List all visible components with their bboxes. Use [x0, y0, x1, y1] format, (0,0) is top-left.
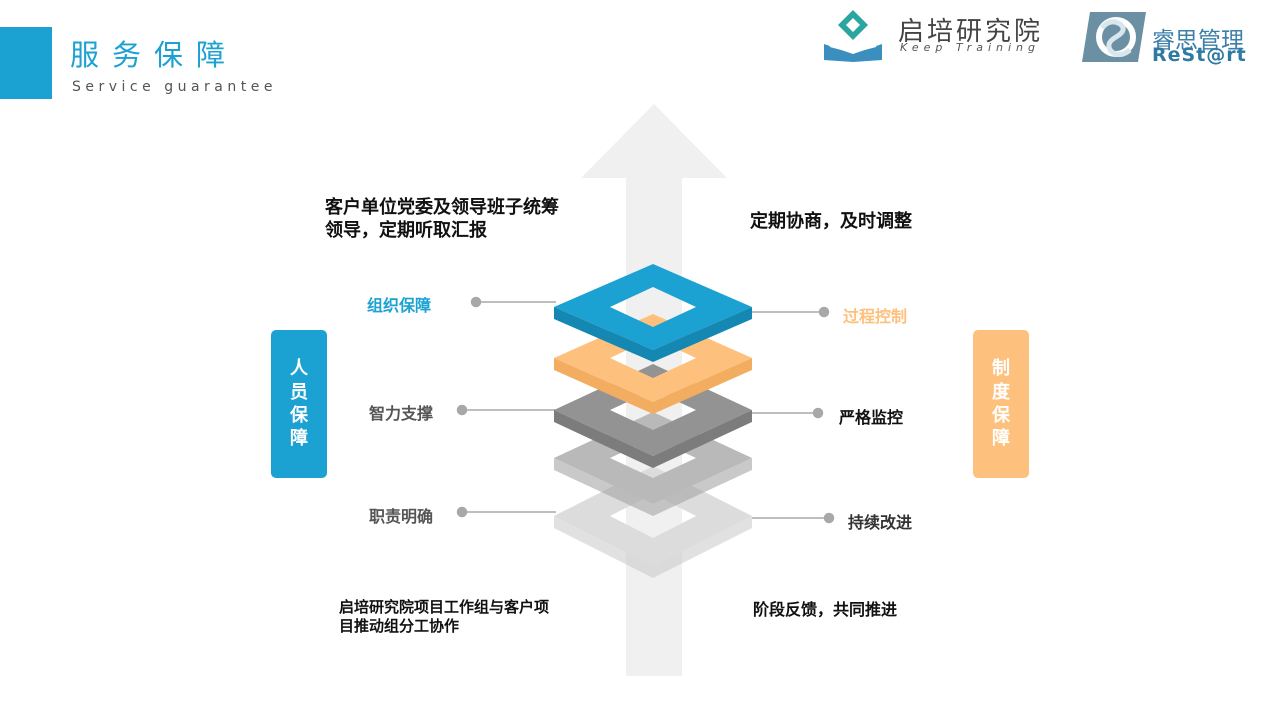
label-intellectual-support: 智力支撑 [369, 404, 434, 423]
connector-dot [470, 296, 482, 308]
bottom-left-text: 启培研究院项目工作组与客户项目推动组分工协作 [339, 598, 550, 635]
personnel-guarantee-label: 人员保障 [289, 358, 308, 450]
connector-dot [818, 306, 830, 318]
connector-dot [823, 512, 835, 524]
system-guarantee-box: 制度保障 [973, 330, 1029, 478]
label-strict-monitoring: 严格监控 [839, 408, 904, 427]
system-guarantee-label: 制度保障 [991, 358, 1010, 450]
qipei-logo-name: 启培研究院 [898, 17, 1044, 47]
layer-blue [554, 264, 752, 362]
label-process-control: 过程控制 [843, 307, 908, 326]
title-accent-bar [0, 27, 52, 99]
connector-dot [456, 506, 468, 518]
restart-logo-icon [1082, 12, 1146, 62]
restart-logo-name: 睿思管理 [1152, 28, 1244, 54]
bottom-right-text: 阶段反馈，共同推进 [753, 600, 898, 619]
label-organization-guarantee: 组织保障 [367, 296, 432, 315]
qipei-logo-icon [824, 10, 882, 62]
top-left-text: 客户单位党委及领导班子统筹领导，定期听取汇报 [325, 197, 559, 241]
top-right-text: 定期协商，及时调整 [750, 211, 912, 232]
label-clear-responsibility: 职责明确 [369, 507, 434, 526]
connector-dot [812, 407, 824, 419]
personnel-guarantee-box: 人员保障 [271, 330, 327, 478]
connector-dot [456, 404, 468, 416]
page-subtitle: Service guarantee [72, 79, 277, 95]
restart-logo-brand: ReSt@rt [1152, 44, 1247, 66]
label-continuous-improvement: 持续改进 [848, 513, 913, 532]
page-title: 服务保障 [70, 38, 239, 72]
qipei-logo-slogan: Keep Training [900, 41, 1041, 54]
